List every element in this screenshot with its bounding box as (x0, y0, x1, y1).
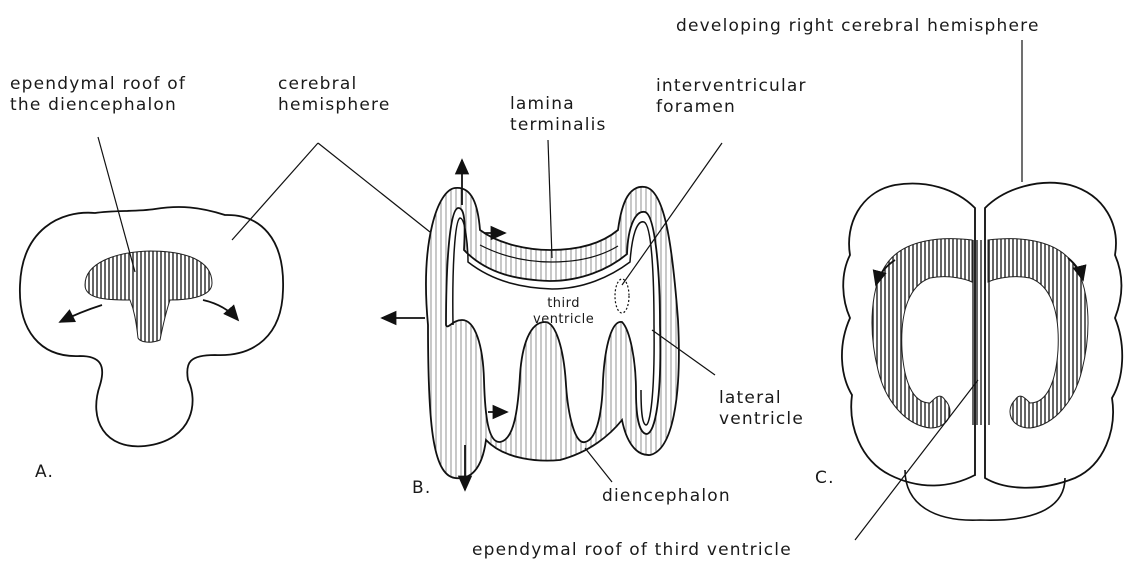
label-panel-c: C. (815, 468, 835, 489)
leader-cerebral-a (232, 143, 318, 240)
panel-a-roof-hatch (85, 251, 212, 342)
label-diencephalon: diencephalon (602, 486, 731, 507)
panel-c-right-hemisphere (985, 183, 1122, 488)
leader-lamina-terminalis (548, 140, 552, 258)
panel-b-outer-wall (426, 187, 679, 478)
label-interventricular-foramen: interventricular foramen (656, 76, 807, 118)
panel-c-figure (842, 40, 1122, 540)
label-panel-a: A. (35, 462, 54, 483)
label-lateral-ventricle: lateral ventricle (719, 388, 804, 430)
label-lamina-terminalis: lamina terminalis (510, 94, 607, 136)
leader-cerebral-b (318, 143, 430, 232)
panel-a-figure (20, 137, 430, 446)
leader-diencephalon (585, 448, 612, 482)
panel-c-left-hemisphere (842, 184, 975, 486)
label-ependymal-roof-diencephalon: ependymal roof of the diencephalon (10, 74, 186, 116)
label-cerebral-hemisphere: cerebral hemisphere (278, 74, 390, 116)
label-panel-b: B. (412, 478, 431, 499)
label-ependymal-roof-third-ventricle: ependymal roof of third ventricle (472, 540, 792, 561)
panel-c-third-ventricle (970, 240, 990, 425)
label-third-ventricle: third ventricle (533, 296, 594, 328)
panel-a-left-arrow (60, 305, 102, 322)
label-developing-right-hemisphere: developing right cerebral hemisphere (676, 16, 1040, 37)
leader-ependymal-roof-a (98, 137, 135, 272)
panel-c-right-ventricle (988, 239, 1088, 428)
panel-a-right-arrow (203, 300, 238, 320)
